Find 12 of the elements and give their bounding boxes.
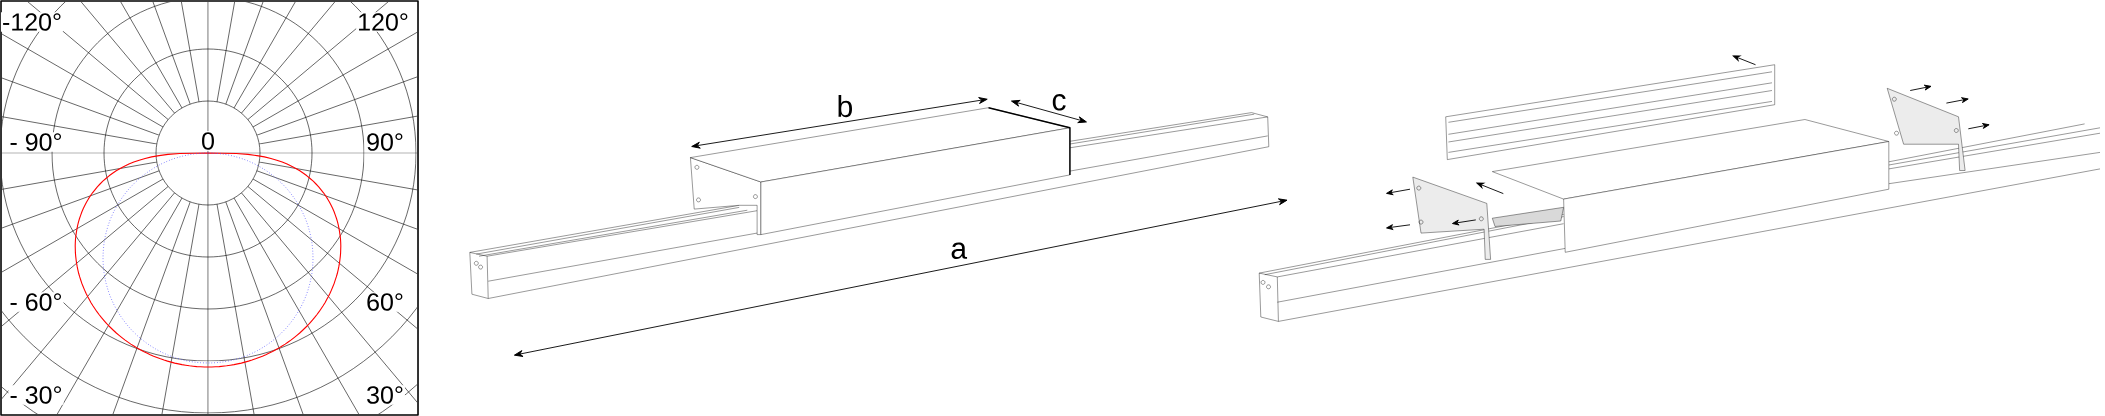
angle-label: - 60° bbox=[8, 292, 64, 312]
dimension-label: a bbox=[951, 242, 968, 260]
angle-label: 60° bbox=[365, 292, 405, 312]
dimension-label: b bbox=[838, 95, 852, 118]
angle-label: 90° bbox=[365, 132, 405, 152]
angle-label: 30° bbox=[365, 385, 405, 405]
angle-label: 120° bbox=[356, 12, 410, 32]
dimension-label: c bbox=[1052, 94, 1066, 111]
angle-label: 0 bbox=[200, 131, 216, 151]
angle-label: - 90° bbox=[8, 132, 64, 152]
angle-label: -120° bbox=[1, 12, 63, 32]
angle-label: - 30° bbox=[8, 385, 64, 405]
